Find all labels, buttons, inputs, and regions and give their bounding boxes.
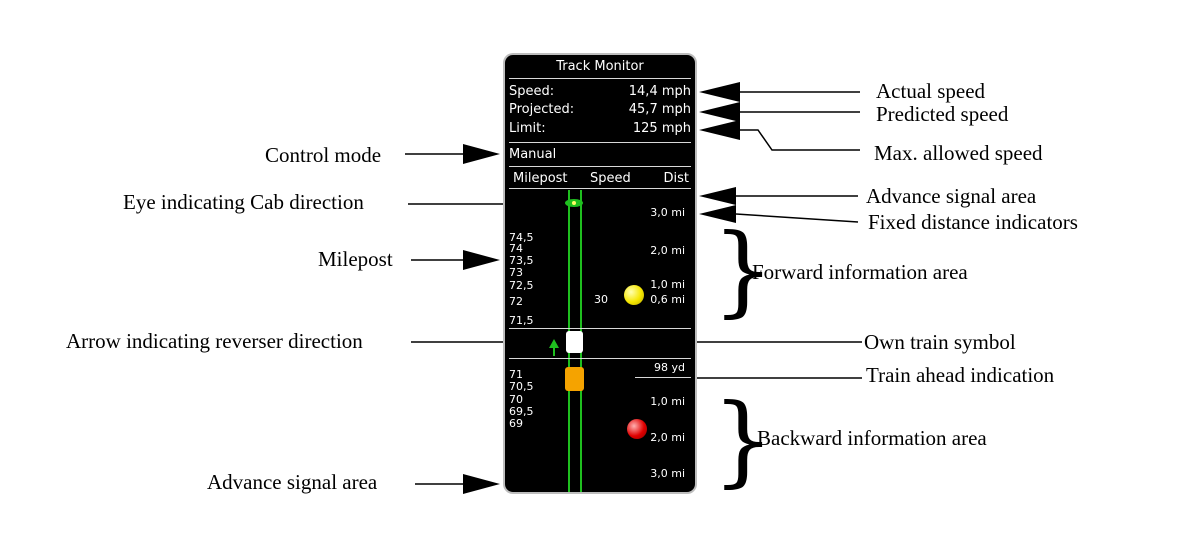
- own-train-divider-top: [509, 328, 691, 329]
- label-predicted-speed: Predicted speed: [876, 102, 1009, 126]
- eye-cab-direction-icon: [565, 199, 583, 207]
- brace-forward-area: }: [712, 214, 775, 328]
- brace-backward-area: }: [712, 384, 775, 498]
- fwd-dist-1: 1,0 mi: [650, 278, 685, 291]
- column-milepost: Milepost: [513, 171, 568, 186]
- train-ahead-icon: [565, 367, 584, 391]
- speed-divider: [509, 142, 691, 143]
- yellow-signal-icon: [624, 285, 644, 305]
- arrow-advance-signal-top: [699, 187, 858, 205]
- fwd-dist-2: 2,0 mi: [650, 244, 685, 257]
- label-backward-information-area: Backward information area: [757, 426, 987, 450]
- arrow-actual-speed: [699, 82, 860, 102]
- title-divider: [509, 78, 691, 79]
- own-train-divider-bottom: [509, 358, 691, 359]
- fwd-dist-signal: 0,6 mi: [650, 293, 685, 306]
- label-fixed-distance-indicators: Fixed distance indicators: [868, 210, 1078, 234]
- label-control-mode: Control mode: [265, 143, 382, 167]
- track-monitor-window: Track Monitor Speed: 14,4 mph Projected:…: [503, 53, 697, 494]
- speed-post-value: 30: [594, 293, 608, 306]
- projected-value: 45,7 mph: [628, 102, 691, 117]
- mode-divider: [509, 166, 691, 167]
- bwd-milepost: 71: [509, 368, 523, 381]
- label-actual-speed: Actual speed: [876, 79, 986, 103]
- bwd-dist-2: 2,0 mi: [650, 431, 685, 444]
- fwd-milepost: 73,5: [509, 254, 534, 267]
- monitor-title: Track Monitor: [556, 59, 644, 74]
- speed-value: 14,4 mph: [628, 84, 691, 99]
- bwd-train-ahead-dist: 98 yd: [654, 361, 685, 374]
- arrow-advance-signal-bottom: [415, 474, 500, 494]
- column-speed: Speed: [590, 171, 631, 186]
- projected-label: Projected:: [509, 102, 575, 117]
- control-mode-value: Manual: [509, 147, 557, 162]
- label-advance-signal-area-bottom: Advance signal area: [207, 470, 378, 494]
- label-advance-signal-area-top: Advance signal area: [866, 184, 1037, 208]
- arrow-milepost: [411, 250, 500, 270]
- bwd-milepost: 69,5: [509, 405, 534, 418]
- reverser-direction-arrow-icon: [549, 339, 559, 348]
- reverser-direction-arrow-shaft: [553, 347, 555, 356]
- bwd-dist-3: 3,0 mi: [650, 467, 685, 480]
- fwd-milepost: 72: [509, 295, 523, 308]
- train-ahead-divider: [635, 377, 691, 378]
- limit-label: Limit:: [509, 121, 546, 136]
- fwd-dist-3: 3,0 mi: [650, 206, 685, 219]
- arrow-predicted-speed: [699, 102, 860, 122]
- bwd-dist-1: 1,0 mi: [650, 395, 685, 408]
- arrow-max-allowed-speed: [699, 120, 860, 151]
- bwd-milepost: 70,5: [509, 380, 534, 393]
- label-arrow-reverser-direction: Arrow indicating reverser direction: [66, 329, 363, 353]
- label-own-train-symbol: Own train symbol: [864, 330, 1016, 354]
- speed-label: Speed:: [509, 84, 555, 99]
- fwd-milepost: 74: [509, 242, 523, 255]
- bwd-milepost: 70: [509, 393, 523, 406]
- limit-value: 125 mph: [632, 121, 691, 136]
- arrow-fixed-distance: [699, 205, 859, 223]
- fwd-milepost: 74,5: [509, 231, 534, 244]
- label-train-ahead-indication: Train ahead indication: [866, 363, 1055, 387]
- header-divider: [509, 188, 691, 189]
- label-milepost: Milepost: [318, 247, 393, 271]
- label-max-allowed-speed: Max. allowed speed: [874, 141, 1043, 165]
- column-dist: Dist: [663, 171, 690, 186]
- label-eye-cab-direction: Eye indicating Cab direction: [123, 190, 364, 214]
- red-signal-icon: [627, 419, 647, 439]
- arrow-control-mode: [405, 144, 500, 164]
- fwd-milepost: 71,5: [509, 314, 534, 327]
- label-forward-information-area: Forward information area: [752, 260, 968, 284]
- own-train-symbol-icon: [566, 331, 583, 353]
- fwd-milepost: 72,5: [509, 279, 534, 292]
- fwd-milepost: 73: [509, 266, 523, 279]
- bwd-milepost: 69: [509, 417, 523, 430]
